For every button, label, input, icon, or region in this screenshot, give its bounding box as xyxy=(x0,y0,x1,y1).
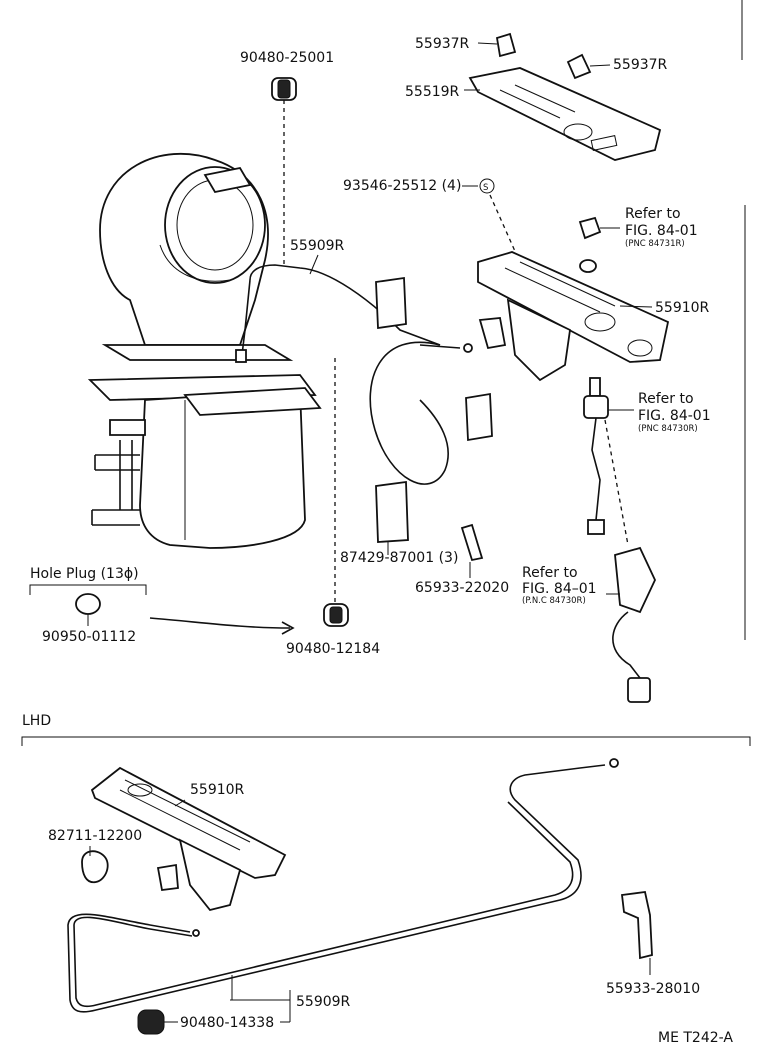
hole-plug-label: Hole Plug (13ϕ) xyxy=(30,566,139,582)
grommet-90480-12184 xyxy=(323,603,349,627)
label-90480-25001: 90480-25001 xyxy=(240,50,334,66)
arrow-line xyxy=(149,617,291,629)
connector-84730R xyxy=(606,546,656,703)
grommet-90480-14338 xyxy=(137,1009,178,1035)
clip-84731R xyxy=(578,216,620,273)
hole-plug-bracket xyxy=(29,584,147,595)
screw-symbol: S xyxy=(479,178,495,194)
clamp-82711-12200 xyxy=(81,846,109,884)
label-55909R-lhd: 55909R xyxy=(296,994,351,1010)
clamp-65933-22020 xyxy=(460,523,484,578)
lhd-label: LHD xyxy=(22,713,51,729)
heater-blower-unit xyxy=(87,152,322,549)
label-55910R-lhd: 55910R xyxy=(190,782,245,798)
grommet-90480-25001 xyxy=(271,77,297,268)
label-90480-14338: 90480-14338 xyxy=(180,1015,274,1031)
panel-55519R xyxy=(468,67,662,161)
label-55519R: 55519R xyxy=(405,84,460,100)
hole-plug-90950-01112 xyxy=(75,593,101,626)
refer3-line2: FIG. 84–01 xyxy=(522,581,597,597)
label-90950-01112: 90950-01112 xyxy=(42,629,136,645)
refer1-line1: Refer to xyxy=(625,206,681,222)
figure-code: ME T242-A xyxy=(658,1030,733,1046)
knob-55937R-right xyxy=(566,53,592,80)
control-cable-55909R-lhd xyxy=(67,758,619,1013)
refer2-line1: Refer to xyxy=(638,391,694,407)
switch-84730R xyxy=(583,377,634,546)
control-assembly-55910R-lhd xyxy=(90,766,287,912)
lhd-bracket xyxy=(21,736,751,746)
label-90480-12184: 90480-12184 xyxy=(286,641,380,657)
label-65933-22020: 65933-22020 xyxy=(415,580,509,596)
label-87429-87001: 87429-87001 (3) xyxy=(340,550,458,566)
label-55937R-right: 55937R xyxy=(613,57,668,73)
refer2-line3: (PNC 84730R) xyxy=(638,424,698,434)
label-93546-25512: 93546-25512 (4) xyxy=(343,178,461,194)
refer3-line1: Refer to xyxy=(522,565,578,581)
label-55933-28010: 55933-28010 xyxy=(606,981,700,997)
label-55910R-top: 55910R xyxy=(655,300,710,316)
arrow-head xyxy=(281,621,295,635)
refer1-line2: FIG. 84-01 xyxy=(625,223,698,239)
knob-55937R-left xyxy=(495,32,517,58)
refer3-line3: (P.N.C 84730R) xyxy=(522,596,586,606)
refer1-line3: (PNC 84731R) xyxy=(625,239,685,249)
control-assembly-55910R xyxy=(477,251,670,382)
bracket-55933-28010 xyxy=(621,891,653,975)
refer2-line2: FIG. 84-01 xyxy=(638,408,711,424)
insulator-pads xyxy=(375,276,493,555)
svg-text:S: S xyxy=(483,183,488,193)
label-55937R-left: 55937R xyxy=(415,36,470,52)
label-82711-12200: 82711-12200 xyxy=(48,828,142,844)
label-55909R-top: 55909R xyxy=(290,238,345,254)
